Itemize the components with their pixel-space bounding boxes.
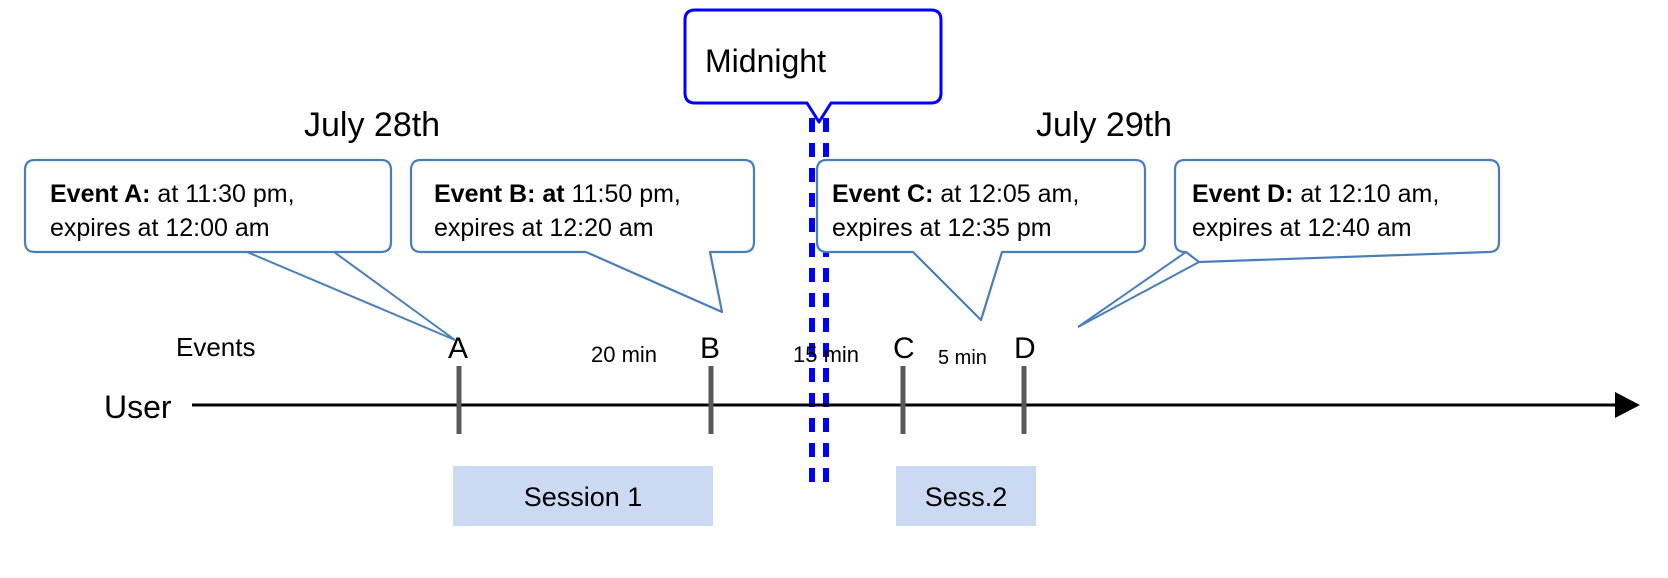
events-row-label: Events — [176, 332, 256, 362]
leader-a-1 — [246, 251, 456, 341]
callout-event-c[interactable]: Event C: at 12:05 am, expires at 12:35 p… — [815, 158, 1147, 322]
date-left-label: July 28th — [304, 106, 440, 144]
callout-b-shape — [409, 158, 756, 314]
timeline-arrowhead — [1615, 392, 1640, 418]
callout-c-lead: Event C: — [832, 180, 933, 208]
callout-event-d[interactable]: Event D: at 12:10 am, expires at 12:40 a… — [1173, 158, 1501, 264]
callout-a-rest: at 11:30 pm, — [150, 180, 294, 208]
session-2-label: Sess.2 — [925, 482, 1008, 512]
session-1-label: Session 1 — [524, 482, 643, 512]
marker-label-a: A — [448, 332, 468, 365]
callout-event-b[interactable]: Event B: at 11:50 pm, expires at 12:20 a… — [409, 158, 756, 314]
midnight-callout-shape — [683, 8, 943, 124]
callout-d-line1: Event D: at 12:10 am, — [1192, 180, 1439, 208]
callout-a-shape — [23, 158, 393, 254]
marker-label-c: C — [893, 332, 915, 365]
callout-d-rest: at 12:10 am, — [1293, 180, 1439, 208]
session-2-bar[interactable] — [896, 466, 1036, 526]
session-1-bar[interactable] — [453, 466, 713, 526]
timeline-axis — [192, 392, 1640, 418]
callout-c-line1: Event C: at 12:05 am, — [832, 180, 1079, 208]
callout-c-rest: at 12:05 am, — [933, 180, 1079, 208]
callout-d-shape — [1173, 158, 1501, 264]
midnight-callout[interactable]: Midnight — [683, 8, 943, 124]
marker-label-d: D — [1014, 332, 1036, 365]
date-right-label: July 29th — [1036, 106, 1172, 144]
callout-b-rest: 11:50 pm, — [565, 180, 681, 208]
callout-c-line2: expires at 12:35 pm — [832, 214, 1052, 242]
callout-a-line2: expires at 12:00 am — [50, 214, 270, 242]
gap-label-bc: 15 min — [793, 342, 859, 367]
callout-b-lead: Event B: at — [434, 180, 565, 208]
user-row-label: User — [104, 389, 172, 425]
marker-label-b: B — [700, 332, 720, 365]
gap-label-cd: 5 min — [938, 347, 987, 369]
callout-d-lead: Event D: — [1192, 180, 1293, 208]
midnight-label: Midnight — [705, 43, 826, 79]
callout-a-line1: Event A: at 11:30 pm, — [50, 180, 295, 208]
leader-lines — [246, 251, 1200, 341]
callout-d-line2: expires at 12:40 am — [1192, 214, 1412, 242]
leader-a-2 — [333, 251, 456, 341]
callout-b-line2: expires at 12:20 am — [434, 214, 654, 242]
gap-label-ab: 20 min — [591, 342, 657, 367]
event-ticks — [456, 366, 1027, 434]
session-bars: Session 1 Sess.2 — [453, 466, 1036, 526]
callout-event-a[interactable]: Event A: at 11:30 pm, expires at 12:00 a… — [23, 158, 393, 254]
leader-d-1 — [1077, 251, 1187, 328]
callout-a-lead: Event A: — [50, 180, 150, 208]
leader-d-2 — [1077, 261, 1200, 328]
callout-c-shape — [815, 158, 1147, 322]
callout-b-line1: Event B: at 11:50 pm, — [434, 180, 681, 208]
